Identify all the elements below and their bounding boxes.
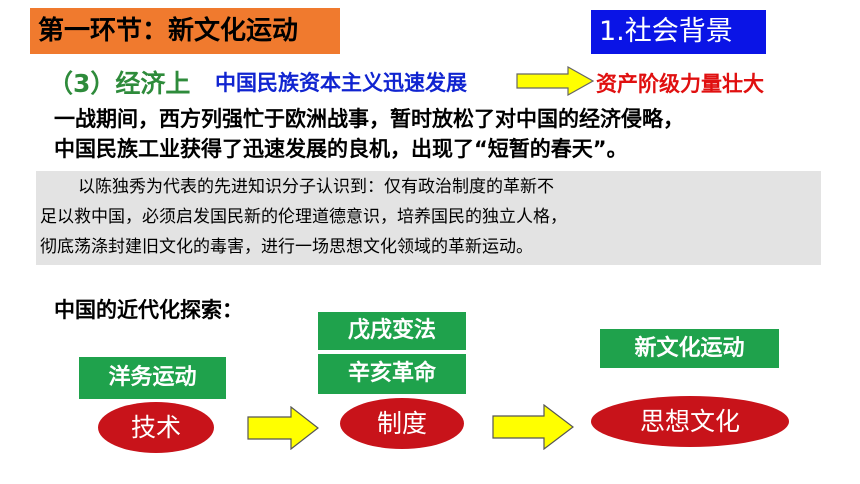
movement-westernization: 洋务运动 — [79, 357, 226, 399]
right-arrow-icon — [492, 404, 574, 450]
paragraph-line: 一战期间，西方列强忙于欧洲战事，暂时放松了对中国的经济侵略， — [54, 107, 684, 131]
movement-revolution-1911: 辛亥革命 — [318, 354, 466, 394]
right-arrow-icon — [516, 66, 594, 96]
quote-line: 以陈独秀为代表的先进知识分子认识到：仅有政治制度的革新不 — [78, 177, 554, 197]
economy-effect: 资产阶级力量壮大 — [596, 72, 764, 96]
topic-label: 1.社会背景 — [591, 10, 766, 54]
stage-technology: 技术 — [98, 402, 214, 453]
quote-line: 足以救中国，必须启发国民新的伦理道德意识，培养国民的独立人格， — [40, 207, 567, 227]
background-paragraph: 一战期间，西方列强忙于欧洲战事，暂时放松了对中国的经济侵略， 中国民族工业获得了… — [54, 104, 684, 164]
movement-new-culture: 新文化运动 — [600, 329, 779, 368]
quote-text: 以陈独秀为代表的先进知识分子认识到：仅有政治制度的革新不 足以救中国，必须启发国… — [40, 172, 820, 262]
right-arrow-icon — [247, 406, 319, 450]
section-title: 第一环节：新文化运动 — [30, 8, 340, 54]
paragraph-line: 中国民族工业获得了迅速发展的良机，出现了“短暂的春天”。 — [54, 137, 628, 161]
movement-reform-1898: 戊戌变法 — [318, 312, 466, 350]
economy-label: （3）经济上 — [48, 69, 191, 98]
quote-line: 彻底荡涤封建旧文化的毒害，进行一场思想文化领域的革新运动。 — [40, 237, 533, 257]
economy-cause: 中国民族资本主义迅速发展 — [215, 71, 467, 95]
exploration-title: 中国的近代化探索： — [54, 298, 243, 322]
stage-ideology-culture: 思想文化 — [591, 396, 789, 447]
quote-box — [36, 171, 821, 265]
stage-institution: 制度 — [340, 398, 464, 449]
